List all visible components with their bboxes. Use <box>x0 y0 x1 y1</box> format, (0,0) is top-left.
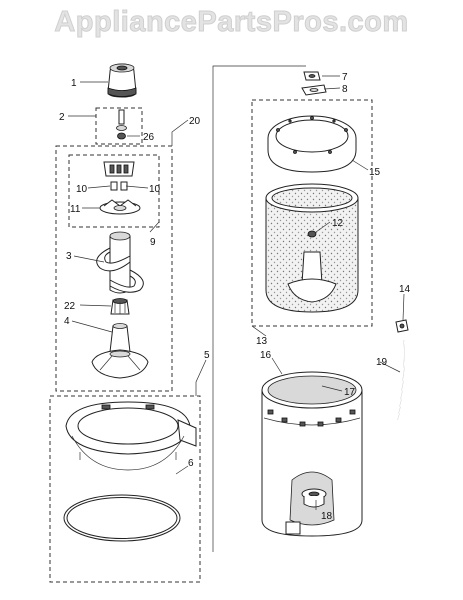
leader-lines <box>68 75 405 510</box>
callout-1: 1 <box>71 78 77 89</box>
callout-11: 11 <box>70 204 81 215</box>
callout-14: 14 <box>399 284 411 295</box>
hub-nut <box>303 71 321 81</box>
callout-9: 9 <box>150 237 156 248</box>
watermark-text: AppliancePartsPros.com <box>54 6 409 39</box>
agitator-spline <box>110 298 130 315</box>
callout-7: 7 <box>342 72 348 83</box>
callout-15: 15 <box>369 167 381 178</box>
callout-5: 5 <box>204 350 210 361</box>
callout-6: 6 <box>188 458 194 469</box>
callout-8: 8 <box>342 84 348 95</box>
callout-10-left: 10 <box>76 184 88 195</box>
basket-assembly-box <box>251 99 373 327</box>
callout-2: 2 <box>59 112 65 123</box>
agitator-base <box>91 323 149 379</box>
callout-18: 18 <box>321 511 333 522</box>
wash-basket <box>265 183 359 313</box>
agitator-dogs <box>103 161 135 191</box>
tub-seal <box>301 488 327 508</box>
callout-20: 20 <box>189 116 201 127</box>
callout-17: 17 <box>344 387 356 398</box>
callout-3: 3 <box>66 251 72 262</box>
dogs-assembly-box <box>68 154 160 228</box>
agitator-bolt <box>116 109 127 140</box>
tub-ring <box>65 401 197 471</box>
hose-clamp <box>395 319 409 333</box>
bolt-group-box <box>95 107 143 145</box>
tub-ring-gasket <box>63 494 181 542</box>
callout-19: 19 <box>376 357 388 368</box>
agitator-barrel <box>96 231 144 294</box>
callout-12: 12 <box>332 218 344 229</box>
callout-10-right: 10 <box>149 184 161 195</box>
callout-22: 22 <box>64 301 76 312</box>
balance-ring <box>267 115 357 173</box>
callout-4: 4 <box>64 316 70 327</box>
callout-26: 26 <box>143 132 155 143</box>
callout-13: 13 <box>256 336 268 347</box>
callout-16: 16 <box>260 350 272 361</box>
agitator-cap <box>107 63 137 98</box>
agitator-cam <box>99 199 141 215</box>
pressure-tube <box>397 339 405 421</box>
agitator-assembly-box <box>55 145 173 392</box>
outer-tub <box>261 371 363 537</box>
assembly-connector-line <box>212 65 306 552</box>
hub-clip <box>301 84 327 96</box>
